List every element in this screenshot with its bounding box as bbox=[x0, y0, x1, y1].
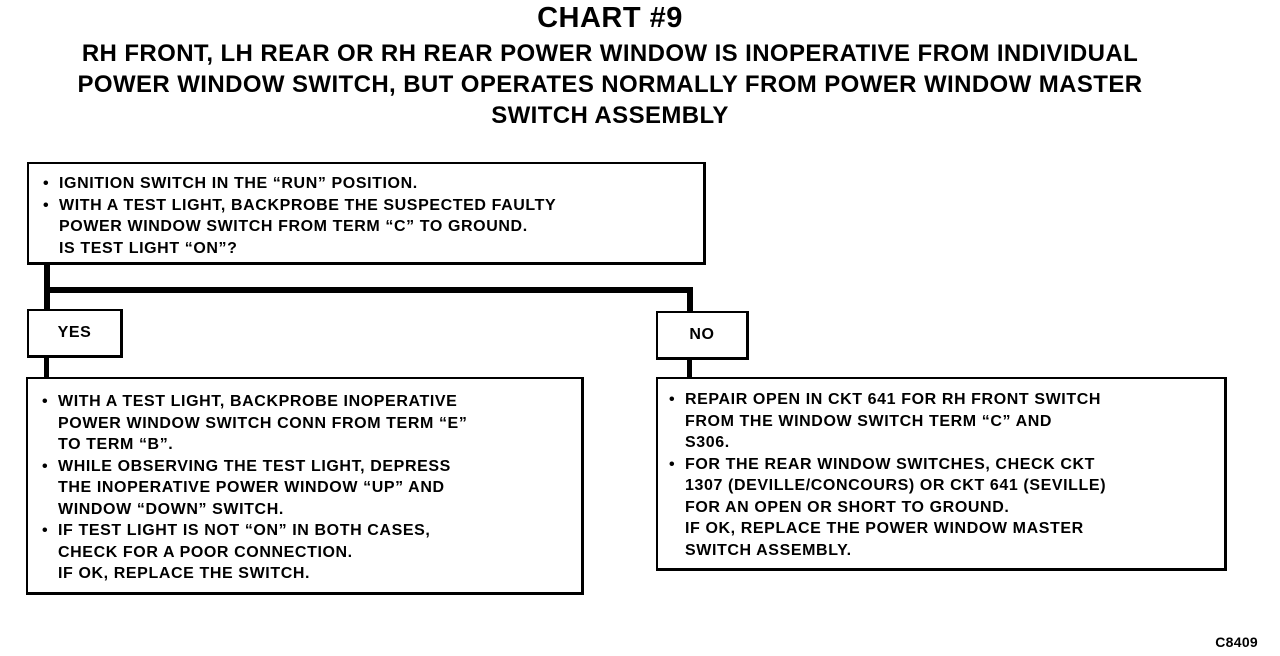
list-item: • REPAIR OPEN IN CKT 641 FOR RH FRONT SW… bbox=[667, 389, 1224, 454]
connector-horizontal bbox=[44, 287, 693, 293]
chart-title: CHART #9 bbox=[537, 2, 683, 34]
chart-subtitle: RH FRONT, LH REAR OR RH REAR POWER WINDO… bbox=[0, 38, 1220, 131]
list-item: • IGNITION SWITCH IN THE “RUN” POSITION. bbox=[41, 173, 703, 195]
subtitle-line: POWER WINDOW SWITCH, BUT OPERATES NORMAL… bbox=[77, 71, 1143, 98]
text-line: POWER WINDOW SWITCH CONN FROM TERM “E” bbox=[58, 414, 468, 432]
text-line: POWER WINDOW SWITCH FROM TERM “C” TO GRO… bbox=[59, 218, 528, 235]
text-line: THE INOPERATIVE POWER WINDOW “UP” AND bbox=[58, 479, 445, 496]
connector-no-to-box bbox=[687, 357, 692, 378]
bullet-icon: • bbox=[669, 391, 676, 408]
bullet-icon: • bbox=[43, 175, 50, 192]
text-line: FOR THE REAR WINDOW SWITCHES, CHECK CKT bbox=[685, 455, 1096, 473]
connector-no-down bbox=[687, 287, 693, 313]
text-line: IS TEST LIGHT “ON”? bbox=[59, 239, 238, 257]
connector-top-down bbox=[44, 262, 50, 310]
list-item: • WITH A TEST LIGHT, BACKPROBE INOPERATI… bbox=[40, 391, 581, 456]
bullet-icon: • bbox=[42, 457, 49, 475]
decision-box: • IGNITION SWITCH IN THE “RUN” POSITION.… bbox=[27, 162, 706, 265]
figure-code: C8409 bbox=[1215, 634, 1258, 650]
text-line: CHECK FOR A POOR CONNECTION. bbox=[58, 543, 353, 561]
text-line: IGNITION SWITCH IN THE “RUN” POSITION. bbox=[59, 175, 418, 192]
no-label: NO bbox=[656, 311, 749, 360]
text-line: IF OK, REPLACE THE SWITCH. bbox=[58, 565, 311, 582]
text-line: WITH A TEST LIGHT, BACKPROBE INOPERATIVE bbox=[58, 393, 458, 410]
bullet-icon: • bbox=[42, 393, 49, 410]
text-line: SWITCH ASSEMBLY. bbox=[685, 541, 852, 559]
text-line: IF OK, REPLACE THE POWER WINDOW MASTER bbox=[685, 520, 1084, 537]
text-line: WINDOW “DOWN” SWITCH. bbox=[58, 500, 284, 518]
list-item: • IF TEST LIGHT IS NOT “ON” IN BOTH CASE… bbox=[40, 520, 581, 585]
subtitle-line: RH FRONT, LH REAR OR RH REAR POWER WINDO… bbox=[81, 40, 1139, 67]
text-line: IF TEST LIGHT IS NOT “ON” IN BOTH CASES, bbox=[58, 522, 431, 539]
list-item: • FOR THE REAR WINDOW SWITCHES, CHECK CK… bbox=[667, 454, 1224, 562]
text-line: 1307 (DEVILLE/CONCOURS) OR CKT 641 (SEVI… bbox=[685, 477, 1107, 494]
text-line: WHILE OBSERVING THE TEST LIGHT, DEPRESS bbox=[58, 457, 451, 475]
text-line: FROM THE WINDOW SWITCH TERM “C” AND bbox=[685, 412, 1053, 430]
yes-action-box: • WITH A TEST LIGHT, BACKPROBE INOPERATI… bbox=[26, 377, 584, 595]
bullet-icon: • bbox=[43, 196, 50, 214]
connector-yes-to-box bbox=[44, 355, 49, 380]
bullet-icon: • bbox=[42, 522, 49, 539]
text-line: S306. bbox=[685, 434, 730, 451]
text-line: REPAIR OPEN IN CKT 641 FOR RH FRONT SWIT… bbox=[685, 391, 1102, 408]
list-item: • WHILE OBSERVING THE TEST LIGHT, DEPRES… bbox=[40, 456, 581, 521]
bullet-icon: • bbox=[669, 455, 676, 473]
yes-label: YES bbox=[27, 309, 123, 358]
no-action-box: • REPAIR OPEN IN CKT 641 FOR RH FRONT SW… bbox=[656, 377, 1227, 571]
text-line: TO TERM “B”. bbox=[58, 436, 174, 453]
subtitle-line: SWITCH ASSEMBLY bbox=[491, 102, 729, 129]
list-item: • WITH A TEST LIGHT, BACKPROBE THE SUSPE… bbox=[41, 195, 703, 260]
text-line: FOR AN OPEN OR SHORT TO GROUND. bbox=[685, 498, 1010, 516]
text-line: WITH A TEST LIGHT, BACKPROBE THE SUSPECT… bbox=[59, 196, 557, 214]
